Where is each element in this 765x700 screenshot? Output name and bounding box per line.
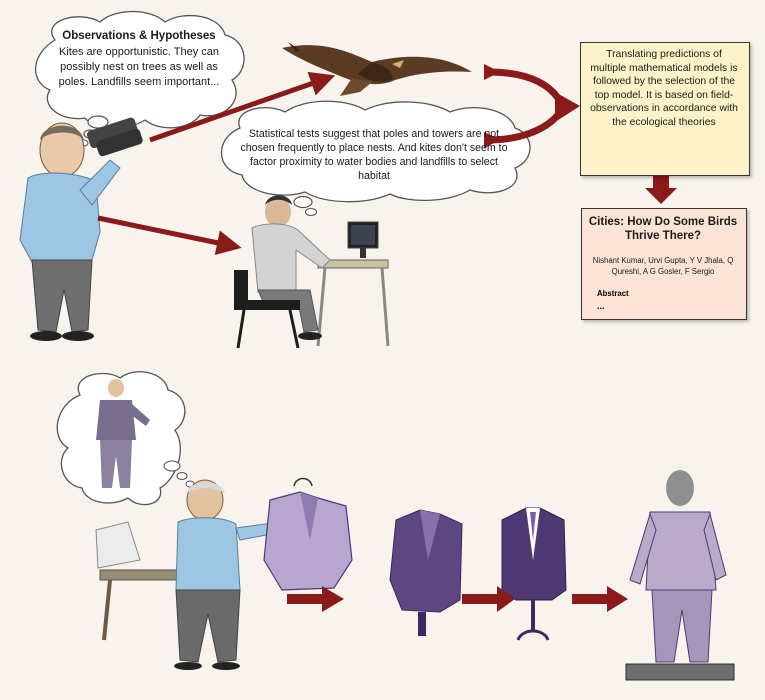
- jacket-on-mannequin-draft: [389, 509, 463, 636]
- analyst-at-computer: [234, 195, 390, 349]
- arrow-predictions-to-paper: [645, 176, 677, 204]
- finished-suit-on-stand: [501, 507, 567, 641]
- paper-title: Cities: How Do Some Birds Thrive There?: [588, 216, 738, 242]
- statue-in-suit: [625, 470, 735, 681]
- arrow-draft-to-finished: [462, 586, 515, 612]
- paper-abstract-label: Abstract: [597, 289, 629, 298]
- prediction-text: Translating predictions of multiple math…: [590, 49, 738, 128]
- tailor-figure: [174, 479, 283, 670]
- paper-ellipsis: ...: [597, 301, 605, 311]
- paper-authors: Nishant Kumar, Urvi Gupta, Y V Jhala, Q …: [592, 256, 734, 276]
- statistics-text: Statistical tests suggest that poles and…: [240, 128, 508, 182]
- kite-bird-icon: [282, 42, 472, 96]
- paper-card: [581, 208, 747, 320]
- observations-title: Observations & Hypotheses: [62, 30, 216, 42]
- observations-text: Kites are opportunistic. They can possib…: [58, 46, 220, 88]
- statistics-thought-bubble: [220, 100, 531, 217]
- scientist-with-binoculars: [19, 117, 143, 341]
- arrow-finished-to-statue: [572, 586, 628, 612]
- arrow-observer-to-computer: [97, 215, 242, 256]
- prediction-box: [580, 42, 750, 176]
- suited-man-in-bubble: [96, 379, 150, 488]
- unfinished-jacket: [263, 477, 353, 591]
- arrow-observer-to-kite: [149, 71, 336, 143]
- arrow-merge-to-predictions: [484, 64, 580, 148]
- arrow-tailor-to-draft: [287, 586, 344, 612]
